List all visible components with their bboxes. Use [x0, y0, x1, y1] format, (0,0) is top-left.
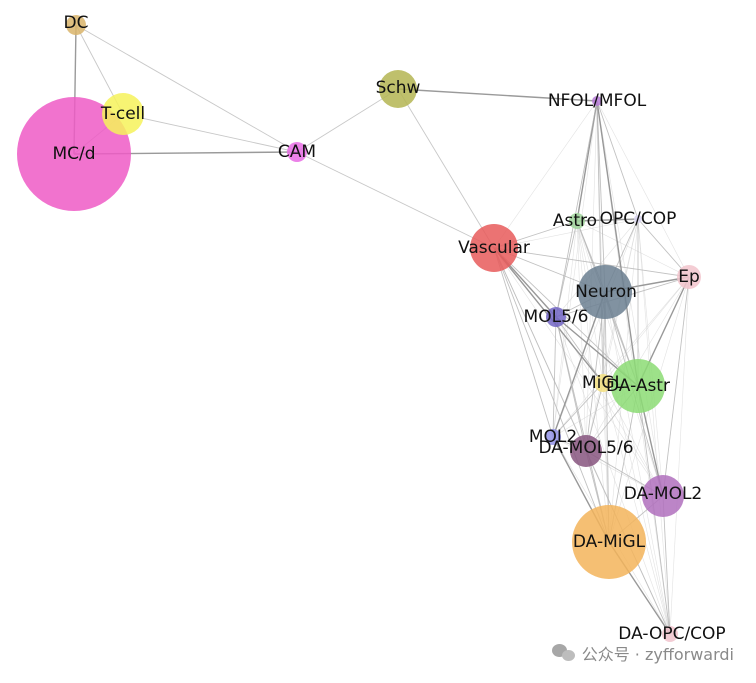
node-label-mol2: MOL2	[529, 427, 577, 447]
edge-vascular-to-mol2	[493, 247, 554, 438]
wechat-icon	[551, 643, 576, 663]
node-da-astr[interactable]	[611, 359, 665, 413]
faint-edge	[637, 218, 671, 635]
node-label-da-migl: DA-MiGL	[573, 532, 646, 552]
edge-dc-to-cam	[75, 24, 298, 153]
edge-astro-to-opc-cop	[576, 218, 639, 222]
node-label-astro: Astro	[553, 211, 597, 231]
node-label-migl: MiGL	[582, 373, 625, 393]
edge-nfol-mfol-to-neuron	[596, 100, 606, 293]
edge-nfol-mfol-to-mol5-6	[555, 100, 598, 318]
edge-t-cell-to-cam	[122, 113, 298, 153]
edge-nfol-mfol-to-da-astr	[596, 100, 639, 387]
edge-nfol-mfol-to-astro	[576, 100, 598, 222]
watermark-text: 公众号 · zyfforwardi	[581, 645, 734, 664]
faint-edge	[576, 220, 587, 452]
node-migl[interactable]	[594, 374, 612, 392]
node-astro[interactable]	[569, 213, 585, 229]
faint-edge	[604, 291, 671, 635]
faint-edge	[493, 247, 664, 497]
node-cam[interactable]	[287, 142, 307, 162]
edge-mol5-6-to-migl	[555, 316, 604, 384]
faint-edge	[493, 100, 598, 249]
faint-edge	[602, 382, 671, 635]
faint-edge	[669, 276, 690, 635]
node-neuron[interactable]	[578, 265, 632, 319]
edge-da-mol2-to-da-opc-cop	[662, 495, 671, 635]
edge-cam-to-vascular	[296, 151, 495, 249]
edge-nfol-mfol-to-opc-cop	[596, 100, 639, 220]
node-label-mol5-6: MOL5/6	[524, 307, 589, 327]
node-label-nfol-mfol: NFOL/MFOL	[548, 91, 647, 111]
node-opc-cop[interactable]	[634, 215, 642, 223]
node-mol2[interactable]	[545, 429, 561, 445]
watermark: 公众号 · zyfforwardi	[551, 641, 734, 665]
faint-edge	[637, 218, 664, 497]
node-label-schw: Schw	[376, 78, 421, 98]
node-label-da-mol5-6: DA-MOL5/6	[538, 438, 633, 458]
node-label-dc: DC	[64, 13, 89, 33]
faint-edge	[552, 218, 639, 438]
edge-schw-to-nfol-mfol	[397, 88, 598, 102]
node-label-mc-d: MC/d	[52, 144, 95, 164]
nodes-layer	[17, 15, 701, 642]
faint-edge	[552, 100, 598, 438]
node-label-da-mol2: DA-MOL2	[624, 484, 703, 504]
edge-nfol-mfol-to-migl	[596, 100, 604, 384]
faint-edge	[555, 316, 671, 635]
edge-mol5-6-to-mol2	[552, 316, 557, 438]
faint-edge	[596, 100, 690, 278]
node-label-da-astr: DA-Astr	[606, 376, 670, 396]
node-label-ep: Ep	[678, 267, 700, 287]
edge-vascular-to-da-migl	[493, 247, 610, 543]
edge-migl-to-mol2	[552, 382, 604, 438]
node-t-cell[interactable]	[102, 93, 144, 135]
edge-ep-to-da-mol2	[662, 276, 690, 497]
edge-opc-cop-to-ep	[637, 218, 690, 278]
node-nfol-mfol[interactable]	[592, 96, 602, 106]
node-schw[interactable]	[379, 70, 417, 108]
node-vascular[interactable]	[470, 224, 518, 272]
node-mc-d[interactable]	[17, 97, 131, 211]
edge-schw-to-vascular	[397, 88, 495, 249]
node-da-mol2[interactable]	[642, 475, 684, 517]
node-label-t-cell: T-cell	[100, 104, 145, 124]
faint-edge	[576, 220, 690, 278]
node-label-cam: CAM	[278, 142, 316, 162]
node-label-da-opc-cop: DA-OPC/COP	[618, 624, 725, 644]
node-mol5-6[interactable]	[546, 307, 566, 327]
edge-vascular-to-da-mol5-6	[493, 247, 587, 452]
node-ep[interactable]	[677, 265, 701, 289]
node-label-neuron: Neuron	[575, 282, 637, 302]
node-label-opc-cop: OPC/COP	[600, 209, 677, 229]
node-dc[interactable]	[66, 15, 86, 35]
node-da-mol5-6[interactable]	[570, 435, 602, 467]
faint-edge	[602, 276, 690, 384]
faint-edge	[602, 382, 664, 497]
faint-edge	[552, 276, 690, 438]
edge-vascular-to-ep	[493, 247, 690, 278]
edge-mol5-6-to-da-migl	[555, 316, 610, 543]
node-da-opc-cop[interactable]	[662, 626, 678, 642]
edge-astro-to-mol5-6	[555, 220, 578, 318]
edge-cam-to-schw	[296, 88, 399, 153]
node-label-vascular: Vascular	[458, 238, 530, 258]
node-da-migl[interactable]	[572, 505, 646, 579]
